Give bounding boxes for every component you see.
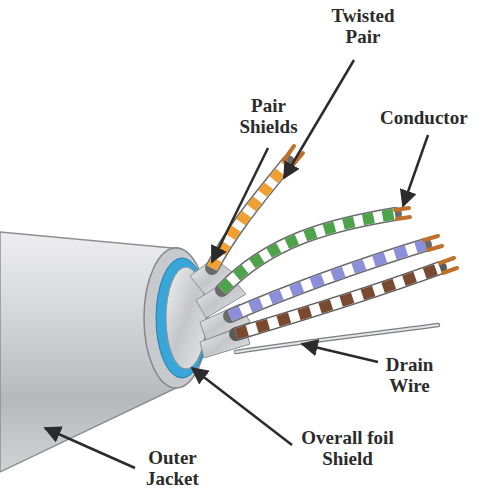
copper-conductor bbox=[428, 246, 442, 250]
part-label: Pair Shields bbox=[226, 96, 311, 137]
part-label: Conductor bbox=[380, 108, 498, 129]
jacket-end bbox=[144, 248, 208, 388]
drain-wire-highlight bbox=[236, 325, 438, 352]
copper-conductor bbox=[395, 208, 409, 210]
part-label: Drain Wire bbox=[372, 355, 447, 396]
leader-arrow bbox=[403, 135, 428, 206]
white-strand bbox=[236, 268, 440, 334]
part-label: Overall foil Shield bbox=[285, 428, 410, 469]
leader-arrow bbox=[192, 368, 292, 445]
leader-arrow bbox=[45, 428, 135, 468]
part-label: Outer Jacket bbox=[130, 448, 215, 489]
pair-outline bbox=[236, 268, 440, 334]
copper-conductor bbox=[284, 146, 294, 160]
copper-conductor bbox=[440, 258, 454, 263]
copper-conductor bbox=[424, 236, 438, 240]
copper-conductor bbox=[397, 217, 410, 219]
leader-arrow bbox=[212, 148, 268, 262]
copper-conductor bbox=[443, 268, 457, 273]
leader-arrow bbox=[302, 344, 378, 362]
drain-wire bbox=[236, 325, 438, 352]
part-label: Twisted Pair bbox=[318, 6, 408, 47]
brown-strand bbox=[236, 268, 440, 334]
